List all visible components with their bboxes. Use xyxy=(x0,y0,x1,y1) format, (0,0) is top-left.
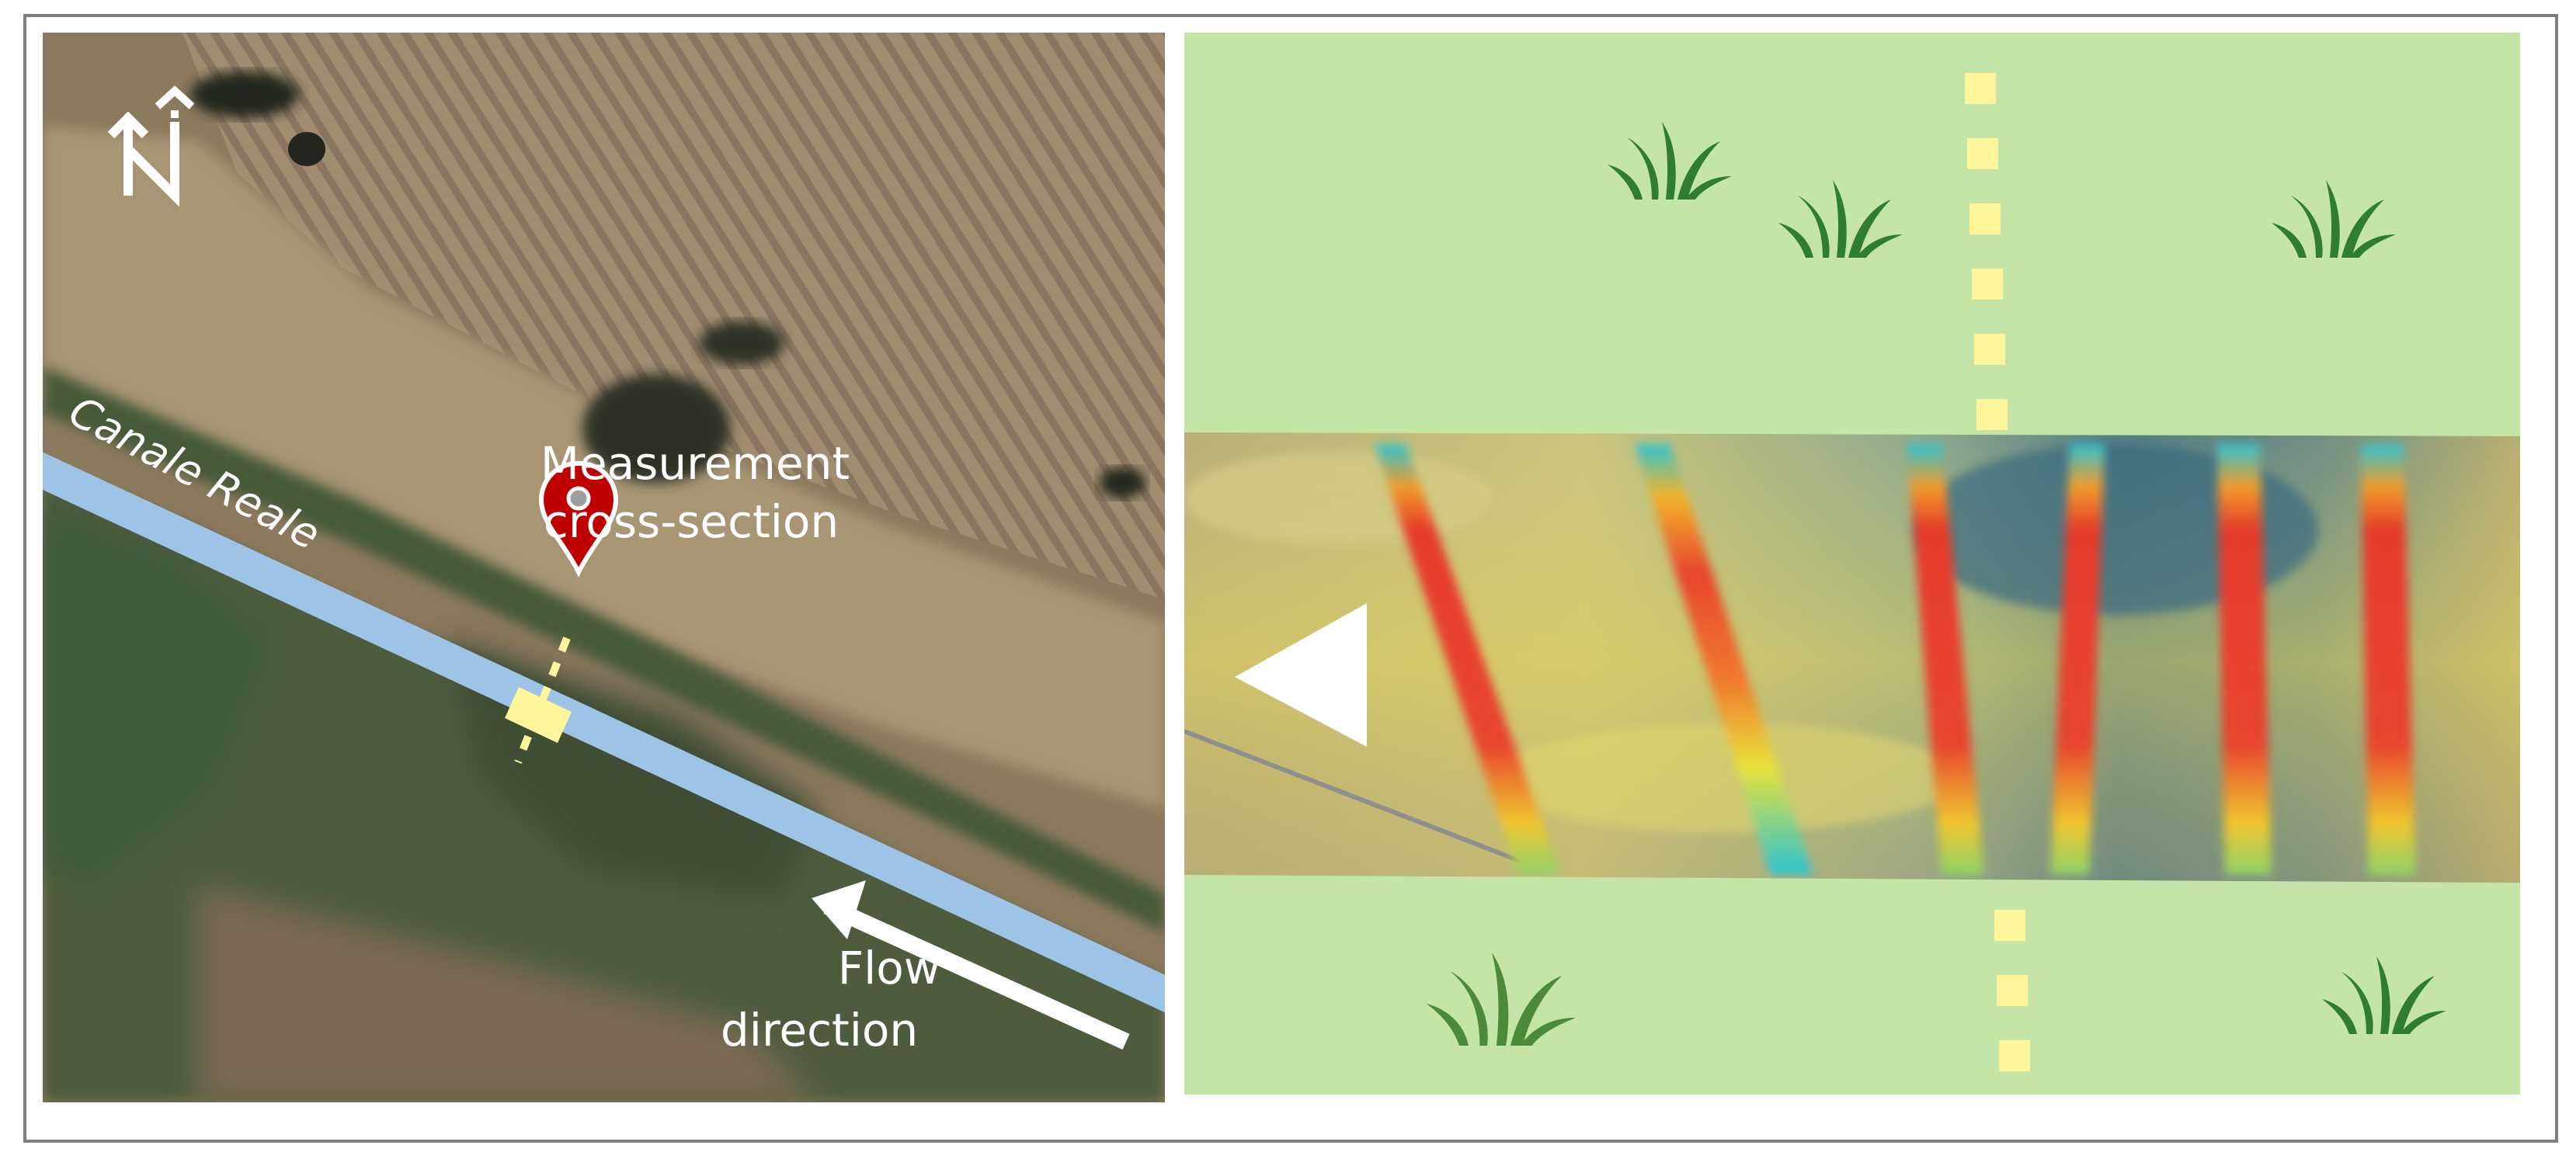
velocity-band-3 xyxy=(1907,444,1984,875)
tree-cluster xyxy=(582,374,730,483)
cross-section-label-line1: Measurement xyxy=(541,437,850,490)
field-south xyxy=(198,887,819,1102)
flow-triangle-icon xyxy=(1235,603,1367,747)
map-pin-icon xyxy=(538,460,619,578)
satellite-map-panel: Canale Reale Measurement cross-section F… xyxy=(43,33,1165,1102)
cross-section-highlight xyxy=(505,687,572,743)
velocity-band-6 xyxy=(2361,444,2415,875)
section-line-bottom xyxy=(1994,910,2030,1071)
tree-row xyxy=(190,71,299,118)
tree-single xyxy=(288,132,325,166)
section-line-top xyxy=(1965,73,2008,430)
velocity-bands xyxy=(1375,444,2415,875)
velocity-schematic xyxy=(1184,33,2520,1095)
velocity-band-5 xyxy=(2217,444,2272,875)
satellite-map: Canale Reale Measurement cross-section F… xyxy=(43,33,1165,1102)
flow-label-line2: direction xyxy=(721,1004,918,1057)
velocity-band-2 xyxy=(1635,444,1813,875)
grass-icon-4 xyxy=(1427,953,1576,1046)
tree-east xyxy=(1099,467,1145,498)
riparian-vegetation xyxy=(43,366,1165,933)
flow-label-line1: Flow xyxy=(838,942,940,994)
dry-grass-strip xyxy=(43,126,1165,809)
north-arrow-icon xyxy=(107,85,195,207)
grass-icon xyxy=(1608,122,1732,200)
water-surface xyxy=(1184,432,2520,883)
velocity-field-panel xyxy=(1184,33,2520,1095)
ploughed-field xyxy=(183,33,1165,599)
velocity-band-1 xyxy=(1375,444,1561,875)
vegetation-patch-west xyxy=(43,498,276,887)
grass-icon-3 xyxy=(2272,180,2396,258)
canal-line xyxy=(43,452,1165,1013)
flow-arrow-icon xyxy=(812,880,1130,1050)
grass-icon-2 xyxy=(1778,180,1903,258)
grass-icon-5 xyxy=(2322,956,2446,1034)
cross-section-label-line2: cross-section xyxy=(544,495,839,548)
velocity-band-4 xyxy=(2050,444,2105,875)
tree-cluster-small xyxy=(699,321,784,365)
